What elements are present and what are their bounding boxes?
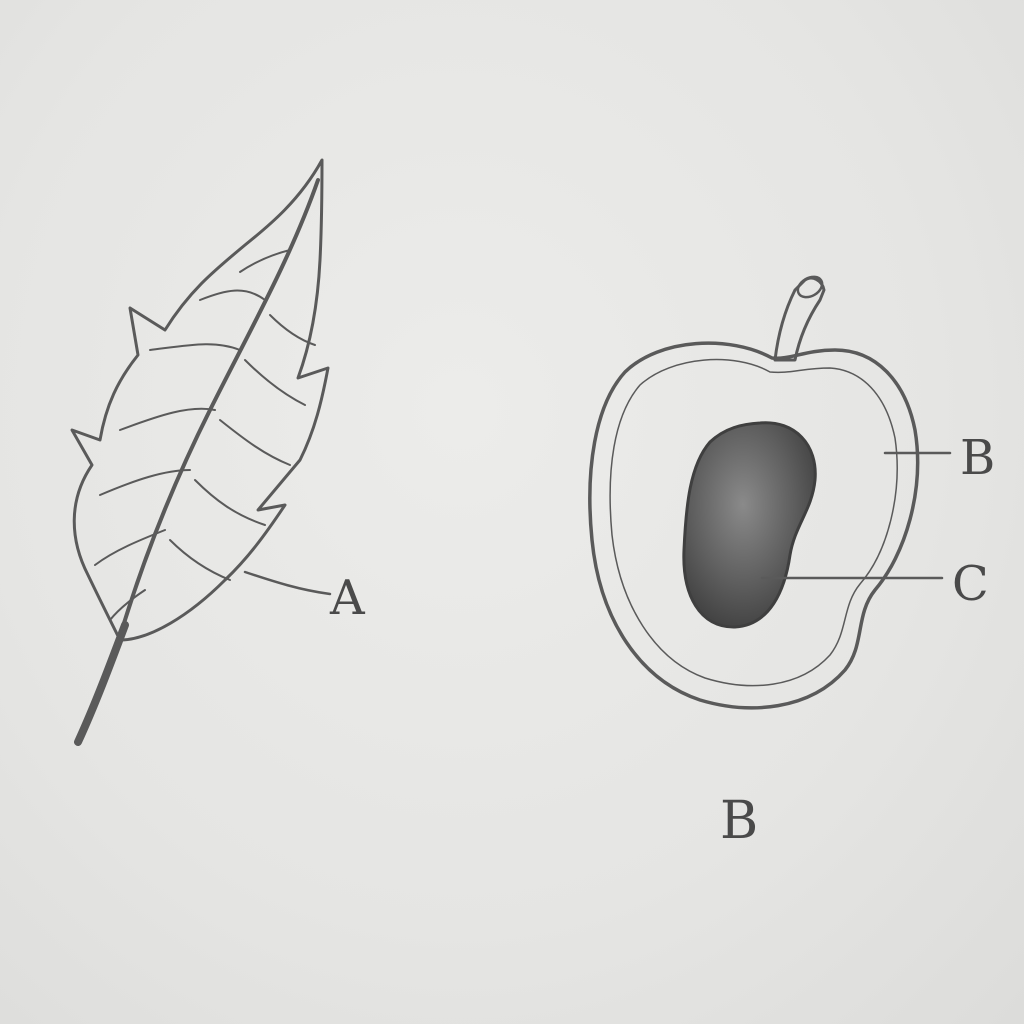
fruit-outline: [588, 341, 920, 710]
leaf-figure: A: [70, 158, 366, 746]
fruit-figure: B C B: [588, 275, 995, 851]
leaf-blade: [70, 158, 330, 642]
fruit-seed: [682, 421, 817, 629]
leaf-petiole: [74, 621, 129, 746]
fruit-label-b: B: [960, 430, 995, 486]
fruit-caption: B: [720, 791, 758, 851]
fruit-label-c: C: [952, 556, 989, 612]
fruit-stem-tip: [796, 275, 824, 299]
leaf-label-a: A: [329, 570, 366, 626]
fruit-inner-flesh-line: [609, 358, 898, 687]
leaf-veins: [94, 249, 316, 621]
fruit-stem: [773, 276, 826, 362]
leaf-leader-line: [243, 570, 332, 596]
